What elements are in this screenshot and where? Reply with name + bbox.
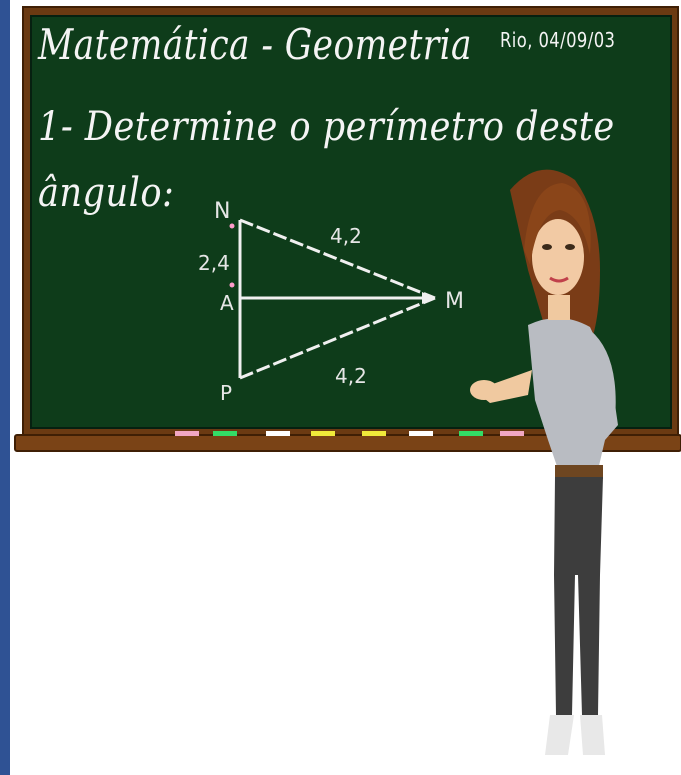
segment-nm xyxy=(239,218,436,300)
teacher-mouth xyxy=(549,276,569,283)
teacher-hand-left xyxy=(470,380,498,400)
tick-mark-n xyxy=(229,223,235,229)
teacher-belt xyxy=(555,465,603,479)
chalk-piece xyxy=(311,431,335,436)
teacher-face xyxy=(532,219,584,295)
question-line-2: ângulo: xyxy=(38,170,175,216)
tick-mark-a xyxy=(229,282,235,288)
triangle-diagram: N A P M 2,4 4,2 4,2 xyxy=(198,199,464,405)
teacher-illustration xyxy=(470,169,618,755)
measure-na: 2,4 xyxy=(198,251,230,275)
measure-pm: 4,2 xyxy=(335,364,367,388)
label-m: M xyxy=(445,289,464,314)
teacher-eye-right xyxy=(565,244,575,250)
teacher-trousers xyxy=(554,477,603,715)
teacher-neck xyxy=(548,295,570,320)
label-a: A xyxy=(220,291,234,315)
teacher-shoes xyxy=(545,715,605,755)
chalk-piece xyxy=(409,431,433,436)
segment-pm xyxy=(239,296,436,380)
teacher-hair-front xyxy=(524,183,591,265)
chalk-piece xyxy=(500,431,524,436)
board-date: Rio, 04/09/03 xyxy=(500,28,616,52)
label-p: P xyxy=(220,381,232,405)
chalk-piece xyxy=(459,431,483,436)
teacher-shirt xyxy=(528,317,618,475)
board-title: Matemática - Geometria xyxy=(38,20,472,69)
question-line-1: 1- Determine o perímetro deste xyxy=(38,104,615,150)
chalk-piece xyxy=(362,431,386,436)
measure-nm: 4,2 xyxy=(330,224,362,248)
chalk-piece xyxy=(266,431,290,436)
teacher-arm-right xyxy=(590,330,616,430)
left-accent-bar xyxy=(0,0,10,775)
teacher-eye-left xyxy=(542,244,552,250)
label-n: N xyxy=(214,199,230,224)
chalk-piece xyxy=(175,431,199,436)
arrow-tip xyxy=(422,292,435,304)
chalk-piece xyxy=(213,431,237,436)
